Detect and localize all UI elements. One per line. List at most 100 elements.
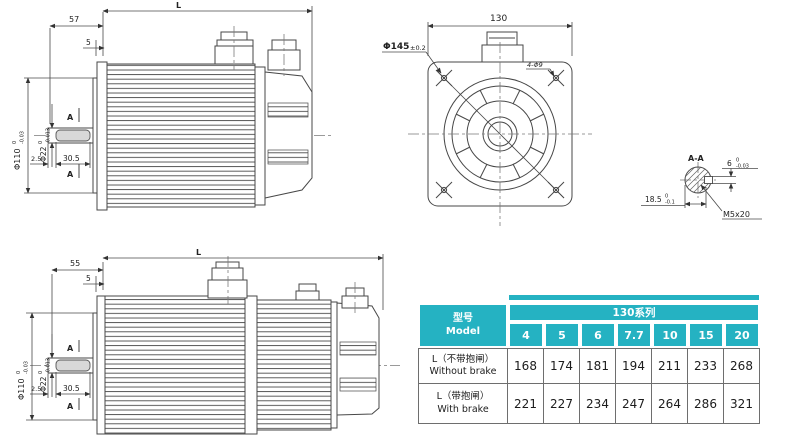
rear-cap bbox=[254, 66, 266, 206]
front-connector bbox=[481, 31, 524, 63]
middle-terminal bbox=[295, 283, 320, 301]
dimensions: 130 Φ145 ±0.2 4-Φ9 bbox=[382, 14, 573, 77]
section-title: A-A bbox=[688, 154, 705, 163]
col-header: 20 bbox=[724, 322, 760, 348]
mounting-holes bbox=[435, 69, 565, 199]
col-header: 6 bbox=[580, 322, 616, 348]
dim-key-width: 6 0 -0.03 bbox=[722, 158, 758, 170]
dim-key-length: 30.5 bbox=[63, 384, 80, 393]
dim-front-length: 55 bbox=[70, 259, 80, 268]
encoder-ribs bbox=[339, 377, 377, 392]
table-cell: 233 bbox=[688, 348, 724, 384]
shaft-section-view: A-A 6 0 -0.03 18.5 bbox=[641, 154, 762, 220]
svg-text:-0.1: -0.1 bbox=[665, 200, 675, 206]
svg-text:0: 0 bbox=[736, 158, 739, 164]
power-column-header-row: 4 5 6 7.7 10 15 20 bbox=[418, 322, 760, 348]
section-diagonal bbox=[439, 73, 565, 199]
row-label-cn: L（带抱闸） bbox=[436, 391, 490, 403]
table-cell: 268 bbox=[724, 348, 760, 384]
mounting-flange bbox=[96, 61, 108, 211]
col-header: 7.7 bbox=[616, 322, 652, 348]
dim-shaft-diameter: Φ22 0 -0.013 bbox=[38, 358, 52, 392]
col-header: 10 bbox=[652, 322, 688, 348]
svg-text:0: 0 bbox=[16, 371, 22, 374]
brake-band bbox=[244, 295, 258, 435]
table-cell: 234 bbox=[580, 384, 616, 424]
svg-text:M5x20: M5x20 bbox=[723, 210, 750, 219]
dimension-table: 型号 Model 130系列 4 5 6 7.7 10 15 20 L（不带抱闸… bbox=[418, 303, 760, 424]
dim-pilot-diameter: Φ110 0 -0.03 bbox=[12, 131, 26, 170]
dim-flange-width: 130 bbox=[490, 14, 507, 24]
dim-key-depth: 18.5 0 -0.1 bbox=[641, 194, 685, 206]
encoder-connector bbox=[341, 282, 369, 314]
dim-key-offset: 2.5 bbox=[31, 155, 41, 163]
table-cell: 321 bbox=[724, 384, 760, 424]
row-label: L（不带抱闸） Without brake bbox=[418, 348, 508, 384]
section-marker-a-top: A bbox=[67, 344, 74, 353]
svg-text:-0.03: -0.03 bbox=[24, 361, 30, 374]
dim-key-offset: 2.5 bbox=[31, 385, 41, 393]
table-cell: 221 bbox=[508, 384, 544, 424]
keyway-slot bbox=[704, 176, 713, 184]
mounting-flange bbox=[96, 295, 106, 435]
dimensions: 6 0 -0.03 18.5 0 -0.1 M5x20 bbox=[641, 158, 762, 220]
motor-body-side bbox=[30, 256, 400, 435]
model-header-cell: 型号 Model bbox=[418, 303, 508, 348]
svg-text:6: 6 bbox=[727, 159, 732, 168]
section-marker-a-bottom: A bbox=[67, 170, 74, 179]
encoder-ribs bbox=[339, 341, 377, 356]
table-cell: 168 bbox=[508, 348, 544, 384]
dim-key-length: 30.5 bbox=[63, 154, 80, 163]
row-label-en: Without brake bbox=[429, 366, 497, 377]
shaft-keyway bbox=[55, 129, 91, 142]
col-header: 5 bbox=[544, 322, 580, 348]
series-header-cell: 130系列 bbox=[508, 303, 760, 322]
svg-text:±0.2: ±0.2 bbox=[410, 44, 426, 52]
table-cell: 181 bbox=[580, 348, 616, 384]
svg-text:0: 0 bbox=[38, 141, 44, 144]
section-marker-a-top: A bbox=[67, 113, 74, 122]
dim-flange-thickness: 5 bbox=[86, 274, 91, 283]
row-label: L（带抱闸） With brake bbox=[418, 384, 508, 424]
svg-text:-0.03: -0.03 bbox=[736, 164, 749, 170]
dim-overall-length: L bbox=[196, 248, 201, 257]
dimensions: 55 L 5 Φ110 0 -0.03 Φ22 0 -0.013 bbox=[16, 248, 384, 421]
svg-text:0: 0 bbox=[38, 371, 44, 374]
side-view-with-brake: 55 L 5 Φ110 0 -0.03 Φ22 0 -0.013 bbox=[16, 248, 400, 435]
table-top-strip bbox=[509, 295, 759, 300]
table-cell: 247 bbox=[616, 384, 652, 424]
dim-pilot-diameter: Φ110 0 -0.03 bbox=[16, 361, 30, 400]
svg-text:18.5: 18.5 bbox=[645, 195, 662, 204]
model-header-cn: 型号 bbox=[453, 313, 473, 324]
encoder-connector bbox=[267, 34, 301, 76]
table-cell: 264 bbox=[652, 384, 688, 424]
table-row-with-brake: L（带抱闸） With brake 221 227 234 247 264 28… bbox=[418, 384, 760, 424]
svg-text:-0.03: -0.03 bbox=[20, 131, 26, 144]
encoder-ribs bbox=[267, 102, 309, 118]
table-cell: 286 bbox=[688, 384, 724, 424]
cooling-fins bbox=[105, 296, 245, 434]
side-view-without-brake: 57 L 5 Φ110 0 -0.03 Φ22 0 -0.013 bbox=[12, 1, 334, 211]
dim-bolt-circle: Φ145 ±0.2 bbox=[382, 42, 442, 74]
dim-front-length: 57 bbox=[69, 15, 79, 24]
svg-text:Φ145: Φ145 bbox=[383, 42, 409, 52]
col-header: 4 bbox=[508, 322, 544, 348]
shaft-keyway bbox=[55, 359, 91, 372]
power-connector bbox=[214, 26, 254, 70]
dim-thread: M5x20 bbox=[700, 184, 762, 220]
dim-mounting-holes: 4-Φ9 bbox=[526, 61, 555, 77]
table-row-without-brake: L（不带抱闸） Without brake 168 174 181 194 21… bbox=[418, 348, 760, 384]
encoder-ribs bbox=[267, 149, 309, 165]
spokes bbox=[455, 89, 545, 179]
table-cell: 227 bbox=[544, 384, 580, 424]
encoder-housing bbox=[336, 302, 380, 416]
svg-text:Φ22: Φ22 bbox=[39, 146, 48, 162]
front-flange-view: 130 Φ145 ±0.2 4-Φ9 bbox=[382, 14, 592, 226]
power-connector bbox=[207, 256, 248, 304]
svg-text:Φ110: Φ110 bbox=[17, 378, 26, 400]
rear-cap bbox=[330, 301, 338, 429]
dim-overall-length: L bbox=[176, 1, 181, 10]
dimensions: 57 L 5 Φ110 0 -0.03 Φ22 0 -0.013 bbox=[12, 1, 313, 194]
svg-text:-0.013: -0.013 bbox=[46, 128, 52, 144]
